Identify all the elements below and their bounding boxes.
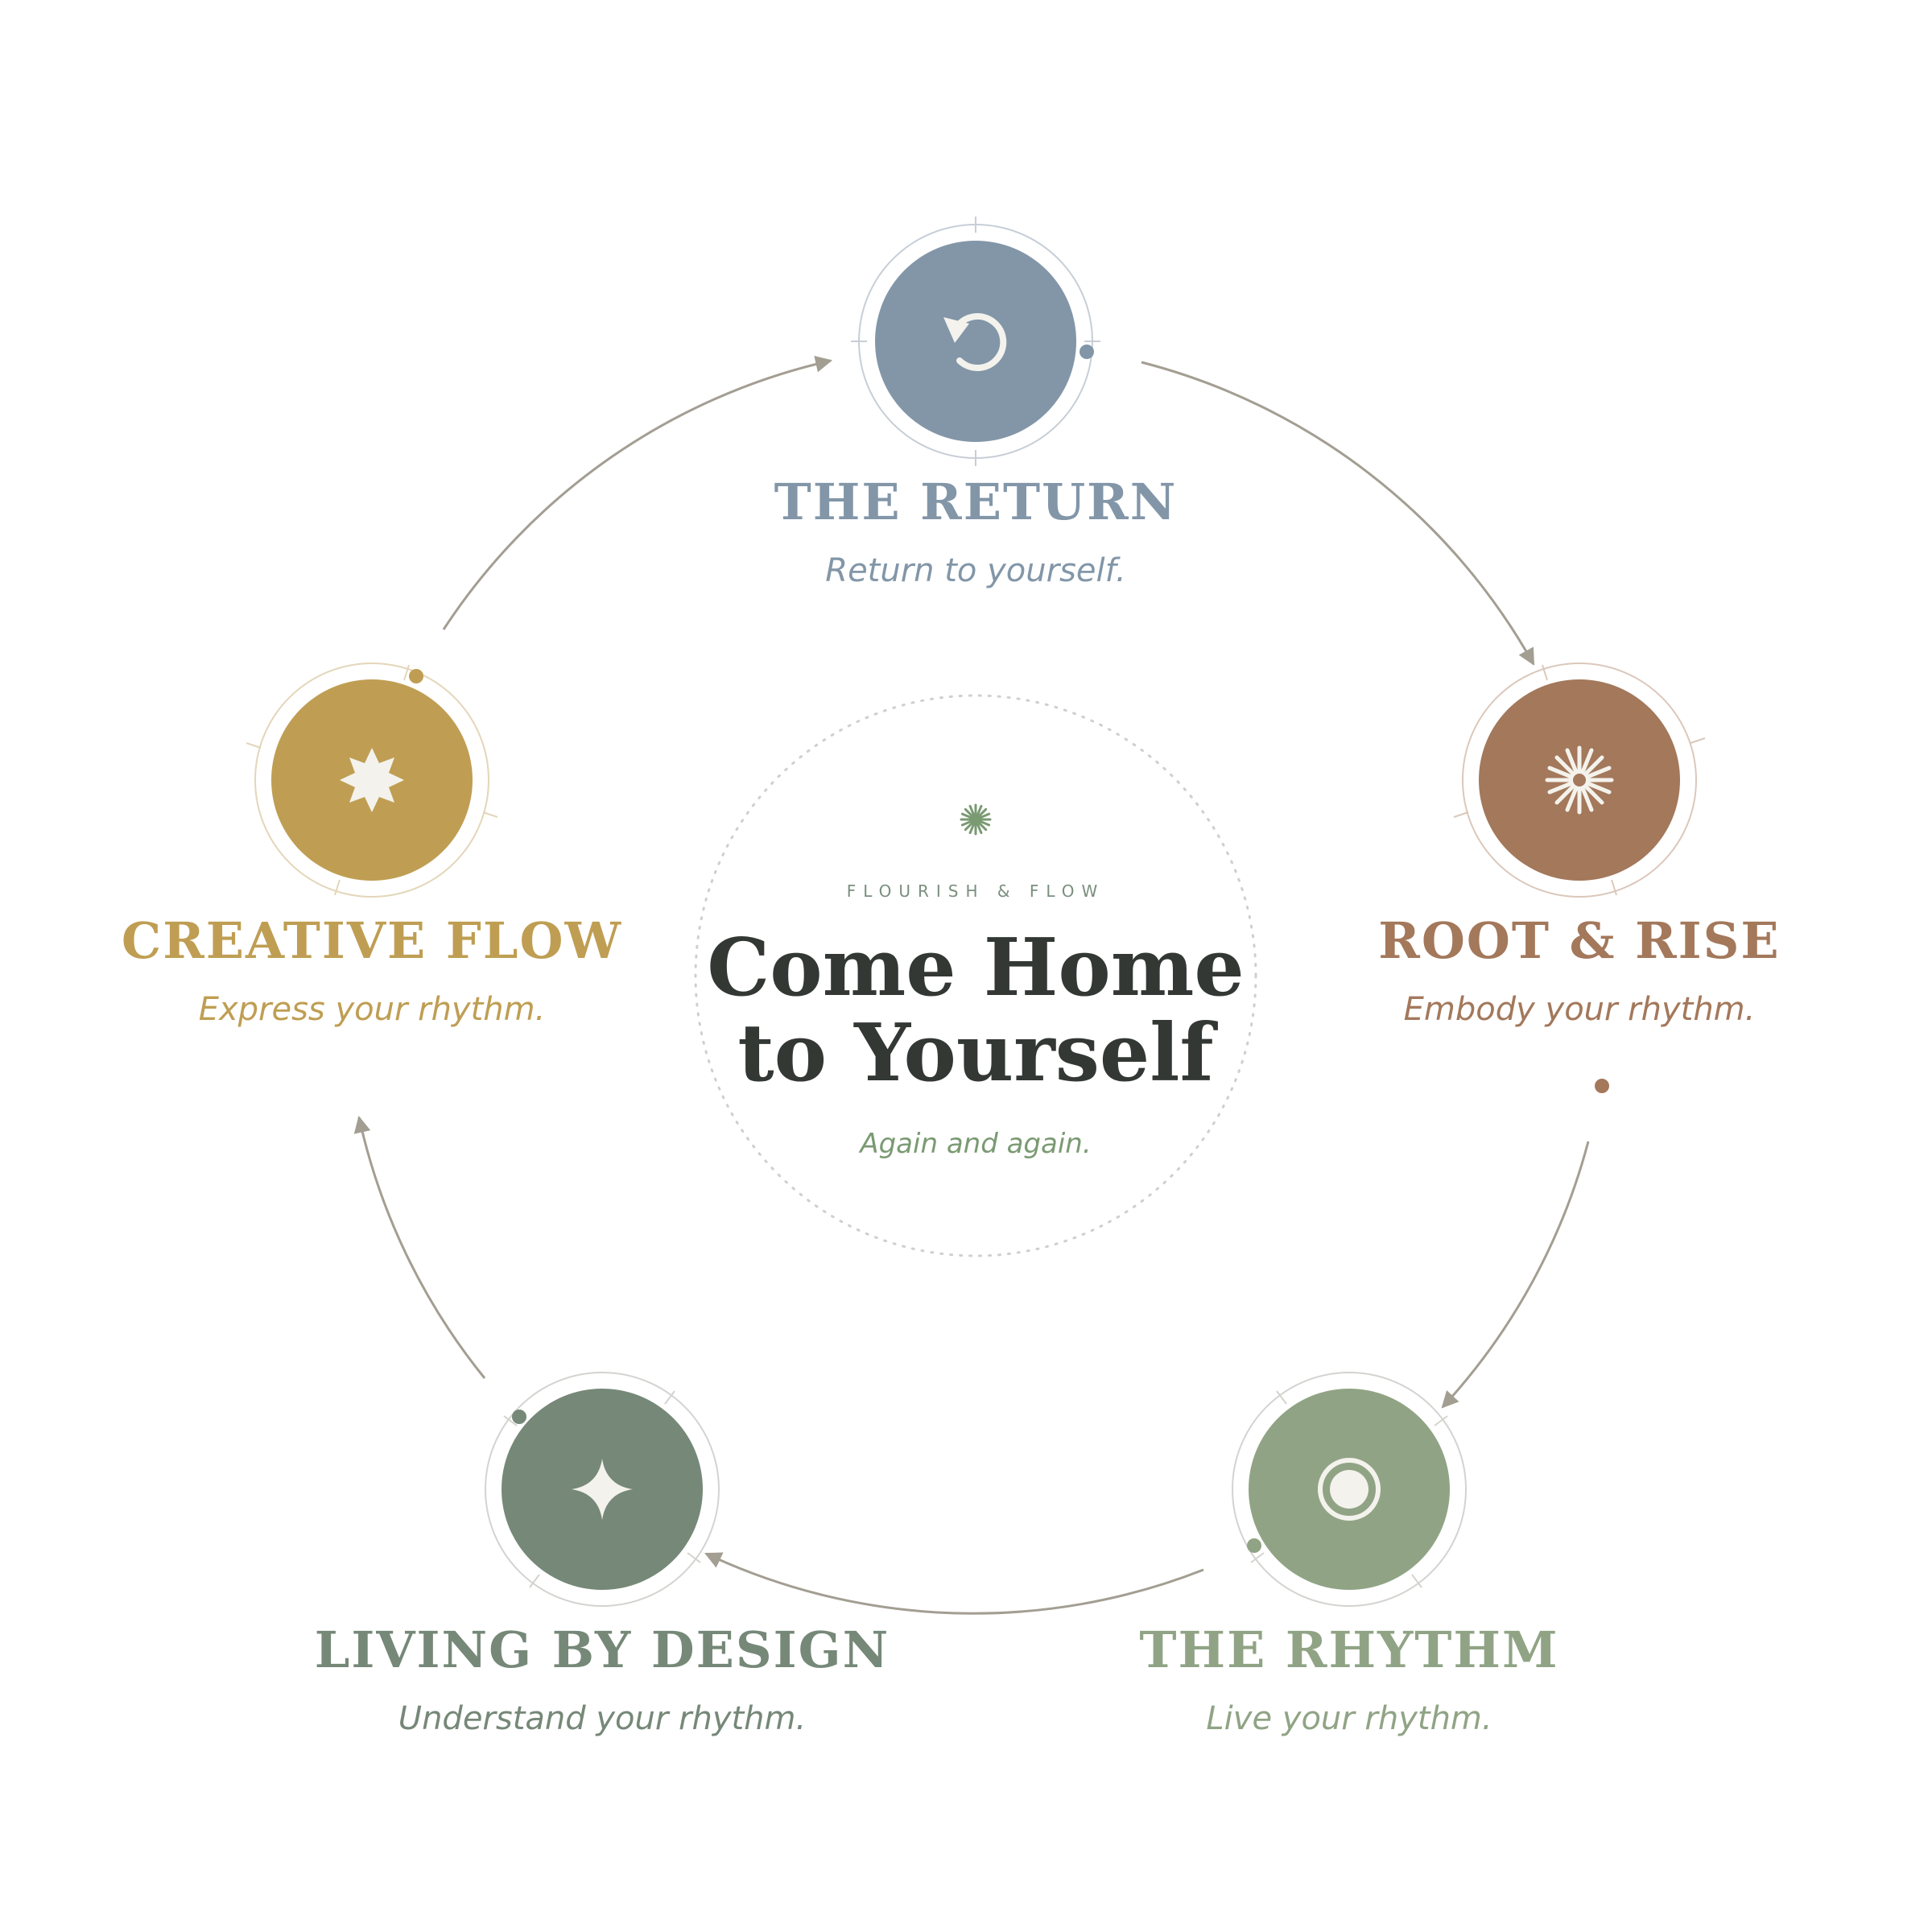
center-hub: FLOURISH & FLOW Come Home to Yourself Ag… xyxy=(694,694,1257,1257)
stage-orbit-dot xyxy=(512,1410,526,1424)
arrow-design-to-creative xyxy=(353,1115,486,1379)
stage-title: THE RHYTHM xyxy=(1139,1620,1558,1679)
stage-subtitle: Live your rhythm. xyxy=(1206,1700,1492,1737)
arrow-return-to-root xyxy=(1141,361,1535,666)
stage-disc xyxy=(875,241,1076,442)
stage-title: CREATIVE FLOW xyxy=(122,911,622,970)
stage-outer-ring xyxy=(485,1372,720,1607)
stage-subtitle: Embody your rhythm. xyxy=(1404,991,1756,1028)
center-title-line2: to Yourself xyxy=(737,1007,1218,1100)
stage-subtitle: Return to yourself. xyxy=(825,552,1125,589)
center-title-line1: Come Home xyxy=(707,922,1245,1014)
arrow-root-to-rhythm xyxy=(1441,1141,1590,1409)
sparkle-icon xyxy=(572,1459,633,1520)
sunburst-icon xyxy=(1545,745,1614,815)
stage-orbit-dot xyxy=(1595,1079,1609,1093)
stage-title: THE RETURN xyxy=(774,473,1178,531)
stage-orbit-dot xyxy=(409,669,423,683)
center-eyebrow: FLOURISH & FLOW xyxy=(847,881,1105,901)
arrow-creative-to-return xyxy=(442,355,833,630)
stage-orbit-dot xyxy=(1080,345,1094,359)
refresh-icon xyxy=(943,313,1007,371)
arrow-rhythm-to-design xyxy=(704,1552,1204,1615)
stage-the-return: THE RETURN Return to yourself. xyxy=(774,217,1178,589)
stage-the-rhythm: THE RHYTHM Live your rhythm. xyxy=(1139,1372,1558,1737)
stage-outer-ring xyxy=(254,663,489,898)
stage-root-and-rise: ROOT & RISE Embody your rhythm. xyxy=(1378,663,1780,1093)
ring-icon xyxy=(1318,1458,1381,1521)
stage-living-by-design: LIVING BY DESIGN Understand your rhythm. xyxy=(315,1372,890,1737)
center-dotted-ring xyxy=(694,694,1257,1257)
cycle-arrows xyxy=(353,355,1590,1615)
stage-title: LIVING BY DESIGN xyxy=(315,1620,890,1679)
star-icon xyxy=(340,748,404,812)
starburst-icon xyxy=(960,803,992,836)
stage-subtitle: Understand your rhythm. xyxy=(398,1700,806,1737)
stage-outer-ring xyxy=(1232,1372,1467,1607)
center-subtitle: Again and again. xyxy=(858,1128,1091,1160)
stage-subtitle: Express your rhythm. xyxy=(199,991,546,1028)
stage-creative-flow: CREATIVE FLOW Express your rhythm. xyxy=(122,663,622,1028)
stage-orbit-dot xyxy=(1247,1538,1261,1553)
stage-outer-ring xyxy=(1462,663,1697,898)
stage-title: ROOT & RISE xyxy=(1378,911,1780,970)
